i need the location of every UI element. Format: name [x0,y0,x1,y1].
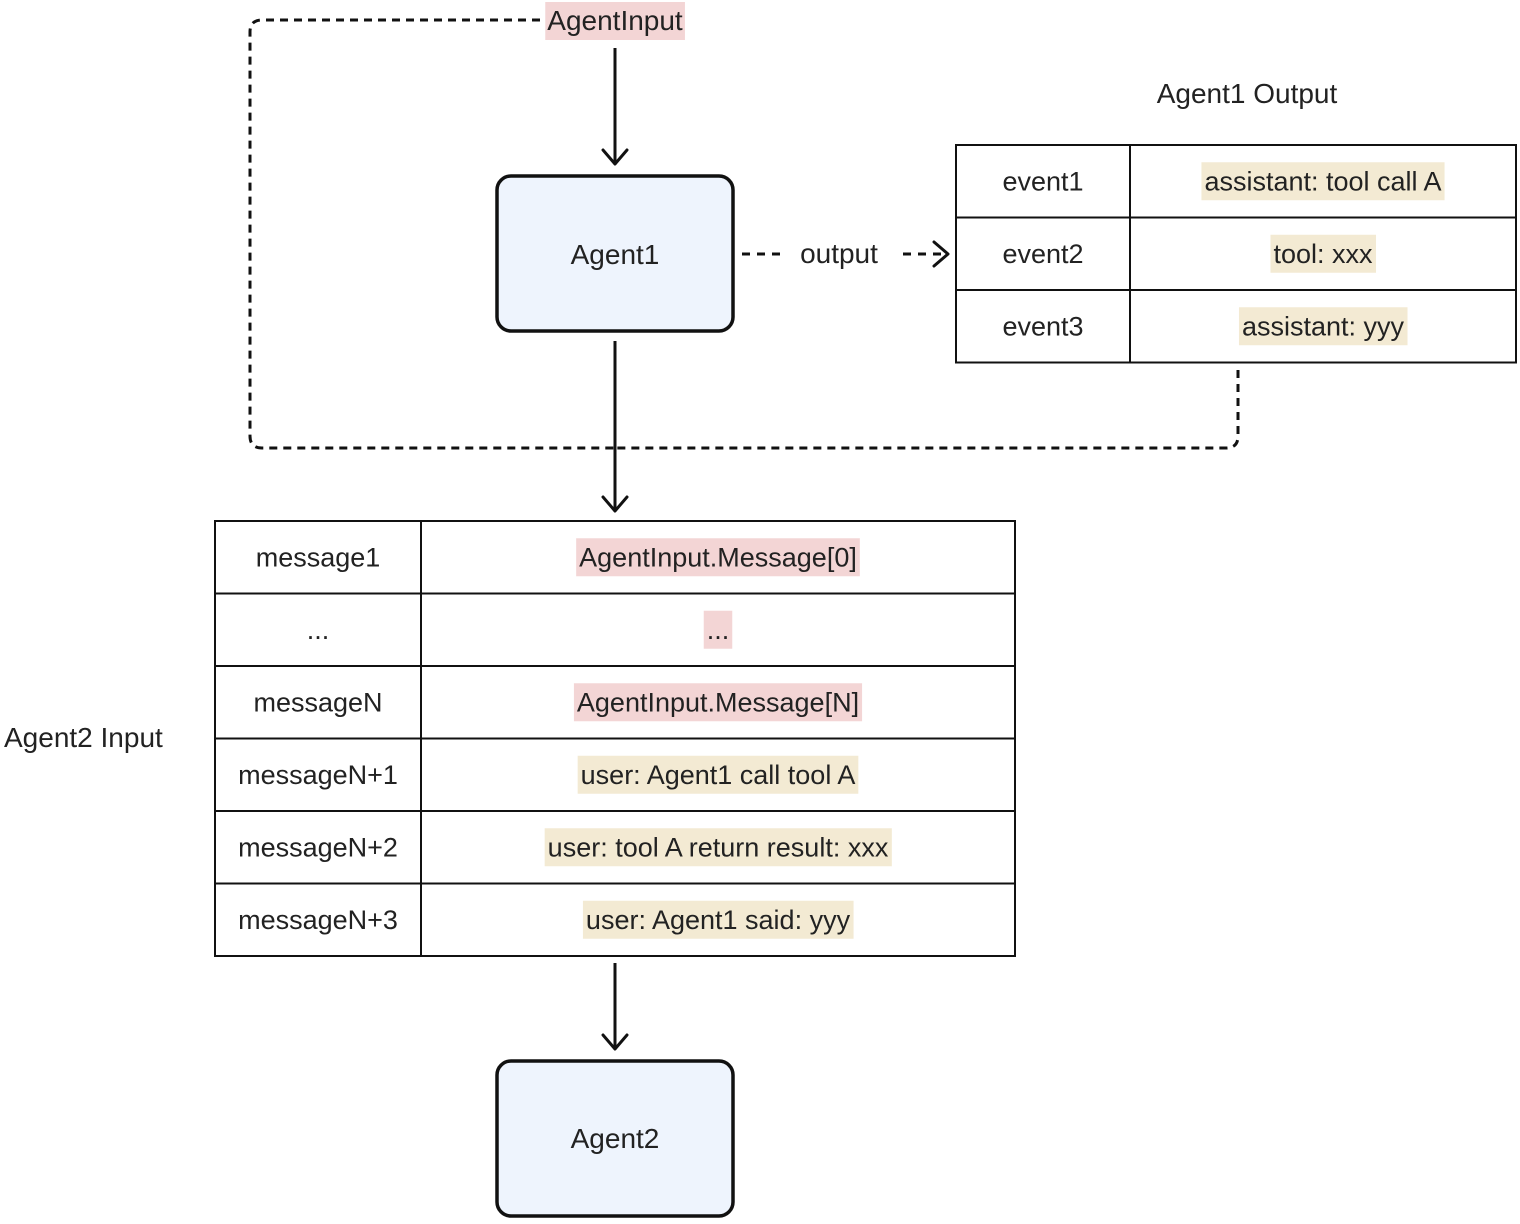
output-row-value-highlight-1 [1201,162,1445,201]
input-row-value-3: AgentInput.Message[N] [577,687,859,717]
output-row-value-3: assistant: yyy [1242,311,1405,341]
agent1-output-title: Agent1 Output [1157,78,1338,109]
dashed-loop-left [248,18,614,450]
agent1-node [495,174,735,333]
output-label: output [800,238,878,269]
input-row-key-3: messageN [253,687,382,717]
output-row-key-2: event2 [1002,239,1083,269]
agent2-node [495,1059,735,1218]
output-row-key-1: event1 [1002,166,1083,196]
agent-input-label: AgentInput [547,5,683,36]
output-row-value-highlight-2 [1270,234,1377,273]
input-row-value-4: user: Agent1 call tool A [581,760,856,790]
input-row-key-2: ... [307,615,330,645]
input-row-key-4: messageN+1 [238,760,398,790]
output-row-value-2: tool: xxx [1273,239,1373,269]
output-arrowhead [932,240,950,268]
input-row-value-highlight-2 [703,610,733,649]
output-row-value-highlight-3 [1238,307,1408,346]
input-row-key-6: messageN+3 [238,905,398,935]
agent2-input-title: Agent2 Input [4,722,163,753]
agent2-input-table: message1 AgentInput.Message[0]...... messa… [214,520,1016,957]
agent1-label: Agent1 [571,239,660,270]
agent2-label: Agent2 [571,1123,660,1154]
input-row-value-5: user: tool A return result: xxx [548,832,889,862]
output-row-border [955,144,1517,364]
arrowhead-agent1-to-table [601,495,629,513]
input-row-value-highlight-4 [577,755,859,794]
input-row-key-5: messageN+2 [238,832,398,862]
output-row-key-3: event3 [1002,311,1083,341]
input-row-value-2: ... [707,615,730,645]
agent1-output-table: event1 assistant: tool call A event2 tool: … [955,144,1517,364]
input-row-value-1: AgentInput.Message[0] [579,542,857,572]
input-row-value-highlight-6 [582,900,854,939]
arrowhead-table-to-agent2 [601,1033,629,1051]
input-row-value-highlight-1 [576,538,860,577]
dashed-loop-right [614,370,1240,450]
arrowhead-input-to-agent1 [601,148,629,166]
agent-input-highlight [545,2,685,40]
input-row-value-highlight-5 [544,828,892,867]
input-row-value-6: user: Agent1 said: yyy [586,905,851,935]
output-row-value-1: assistant: tool call A [1204,166,1441,196]
input-row-value-highlight-3 [573,683,863,722]
input-row-key-1: message1 [256,542,381,572]
